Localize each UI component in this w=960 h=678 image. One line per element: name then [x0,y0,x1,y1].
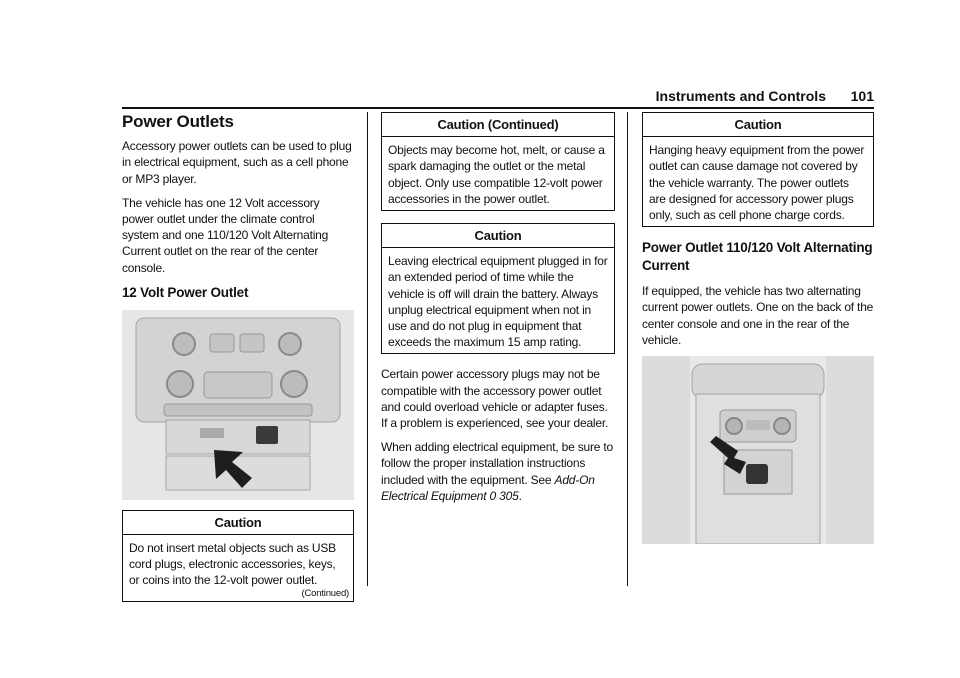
outlet-110v-image [642,356,874,545]
paragraph: When adding electrical equipment, be sur… [381,439,615,504]
caution-box: Caution Do not insert metal objects such… [122,509,354,602]
caution-text: Leaving electrical equipment plugged in … [388,254,608,350]
paragraph: The vehicle has one 12 Volt accessory po… [122,195,329,275]
section-title: Instruments and Controls [655,88,826,104]
column-2: Caution (Continued) Objects may become h… [381,112,615,512]
page-number: 101 [850,88,874,104]
column-3: Caution Hanging heavy equipment from the… [642,112,874,545]
paragraph: Certain power accessory plugs may not be… [381,367,609,431]
column-1: Power Outlets Accessory power outlets ca… [122,112,354,614]
page-reference[interactable]: 0 305 [489,488,519,503]
caution-box: Caution Leaving electrical equipment plu… [381,223,615,355]
subheading: Power Outlet 110/120 Volt Alternating Cu… [642,240,873,274]
caution-box: Caution (Continued) Objects may become h… [381,112,615,212]
caution-title: Caution [382,224,614,249]
caution-title: Caution (Continued) [382,113,614,138]
subheading: 12 Volt Power Outlet [122,284,249,300]
column-divider [627,112,628,586]
header-rule [122,107,874,109]
cross-reference-link[interactable]: Add-On Electrical Equipment [381,472,595,503]
section-heading: Power Outlets [122,112,234,131]
caution-text: Objects may become hot, melt, or cause a… [388,143,605,206]
caution-box: Caution Hanging heavy equipment from the… [642,112,874,228]
caution-text: Hanging heavy equipment from the power o… [649,143,865,223]
continued-label: (Continued) [301,587,350,599]
paragraph: Accessory power outlets can be used to p… [122,139,352,186]
page-header: Instruments and Controls 101 [122,88,874,104]
column-divider [367,112,368,586]
caution-title: Caution [123,511,353,536]
outlet-12v-image [122,309,354,500]
paragraph: If equipped, the vehicle has two alterna… [642,284,874,347]
paragraph-text: . [518,488,522,503]
caution-text: Do not insert metal objects such as USB … [129,541,336,588]
paragraph-text: When adding electrical equipment, be sur… [381,440,614,487]
caution-title: Caution [643,113,873,138]
